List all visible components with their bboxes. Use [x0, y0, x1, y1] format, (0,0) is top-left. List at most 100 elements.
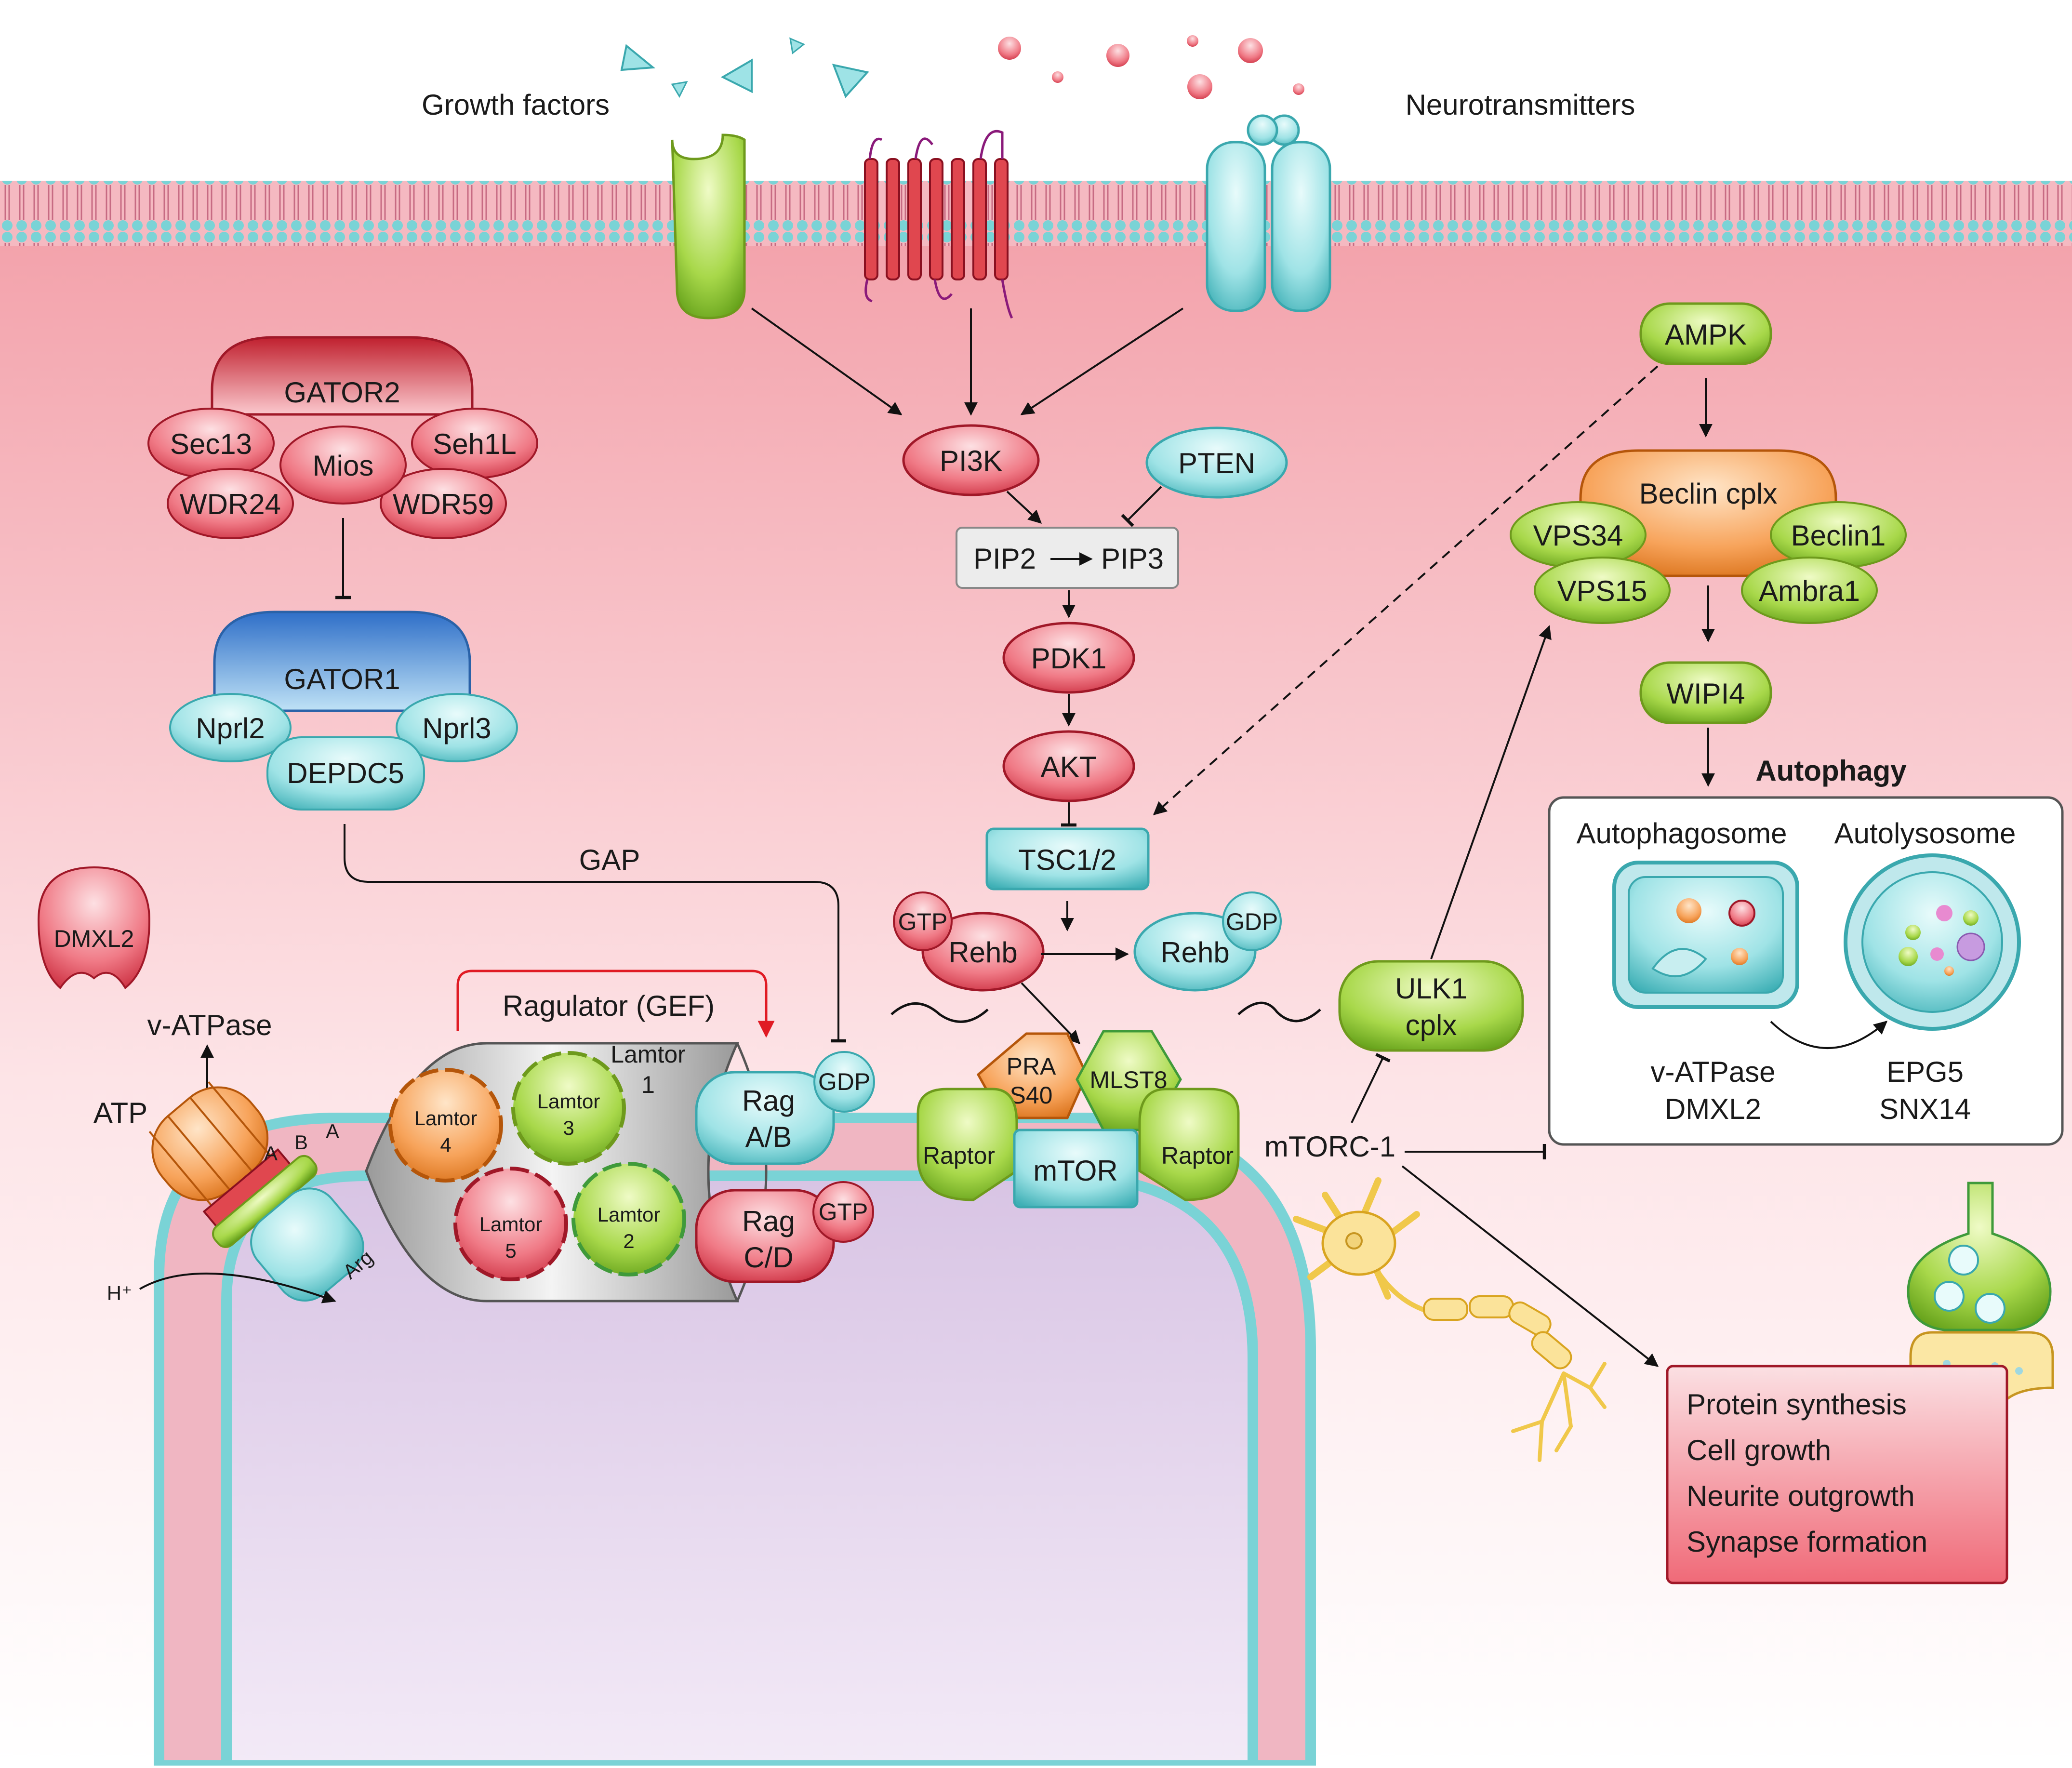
pdk1-node — [1002, 622, 1135, 694]
tsc-label: TSC1/2 — [1018, 844, 1116, 876]
growth-factor-receptor — [671, 133, 746, 319]
lamtor3-node — [511, 1051, 626, 1166]
gpcr-receptor — [864, 130, 1013, 319]
outcome-item: Neurite outgrowth — [1687, 1480, 1915, 1512]
lamtor4-node — [388, 1068, 503, 1183]
arrow-nt-to-pi3k — [1020, 307, 1184, 415]
outcomes-box — [1666, 1365, 2008, 1584]
ion-channel-receptor — [1206, 114, 1331, 312]
wipi4-label: WIPI4 — [1666, 678, 1745, 710]
autophagosome-label: Autophagosome — [1577, 817, 1787, 850]
ampk-to-tsc-dashed — [1153, 365, 1659, 815]
arrow-pi3k-to-pip — [1006, 491, 1042, 524]
growth-factor-ligands — [620, 37, 869, 98]
lamtor4-label-b: 4 — [440, 1133, 451, 1156]
depdc5-node — [266, 736, 425, 811]
ulk1-line2: cplx — [1406, 1009, 1457, 1041]
gator1-title: GATOR1 — [284, 663, 400, 695]
autophagy-title: Autophagy — [1755, 755, 1907, 787]
autophagosome-gene-2: DMXL2 — [1665, 1093, 1761, 1125]
raptor-left-label: Raptor — [923, 1142, 995, 1169]
sec13-label: Sec13 — [170, 428, 252, 460]
raptor-right-node — [1138, 1088, 1240, 1201]
raptor-left-node — [916, 1088, 1018, 1201]
mios-node — [279, 425, 407, 505]
beclin-title: Beclin cplx — [1639, 478, 1778, 510]
nprl2-node — [169, 693, 292, 762]
mtorc1-complex: PRA S40 MLST8 Raptor Raptor mTOR — [916, 1030, 1240, 1209]
beclin1-label: Beclin1 — [1791, 519, 1886, 552]
lamtor1-label-a: Lamtor — [611, 1041, 686, 1068]
outcome-item: Cell growth — [1687, 1434, 1831, 1466]
autophagosome-gene-1: v-ATPase — [1651, 1056, 1776, 1088]
pras40-label-a: PRA — [1007, 1053, 1056, 1080]
pip3-label: PIP3 — [1101, 543, 1164, 575]
mtor-node — [1013, 1129, 1139, 1209]
lamtor1-label-b: 1 — [641, 1071, 655, 1098]
gator2-title: GATOR2 — [284, 376, 400, 409]
depdc5-label: DEPDC5 — [287, 757, 404, 789]
outcome-item: Protein synthesis — [1687, 1388, 1907, 1421]
outcomes-list: Protein synthesis Cell growth Neurite ou… — [1687, 1388, 1927, 1558]
ambra1-node — [1741, 557, 1878, 624]
rheb-gtp-label: GTP — [898, 908, 948, 935]
beclin-complex: Beclin cplx VPS34 Beclin1 VPS15 Ambra1 — [1510, 449, 1907, 624]
rag-cd-line1: Rag — [742, 1205, 795, 1237]
wdr24-label: WDR24 — [180, 488, 281, 520]
rag-cd-line2: C/D — [744, 1241, 793, 1274]
rag-cd-gtp: GTP — [819, 1198, 868, 1225]
h-plus-label: H⁺ — [107, 1282, 133, 1304]
wdr59-node — [380, 468, 507, 539]
pip2-label: PIP2 — [973, 543, 1036, 575]
ulk1-node — [1338, 960, 1524, 1052]
lamtor4-label-a: Lamtor — [414, 1107, 478, 1130]
autolysosome-gene-1: EPG5 — [1886, 1056, 1964, 1088]
mlst8-label: MLST8 — [1089, 1066, 1167, 1093]
wipi4-node — [1639, 661, 1772, 724]
rheb-gtp-badge — [893, 891, 953, 951]
rheb-gtp-node — [921, 912, 1045, 992]
akt-node — [1002, 730, 1135, 802]
vatpase-subunit-a1: A — [264, 1142, 278, 1165]
wdr24-node — [167, 468, 294, 539]
rag-ab: Rag A/B GDP — [695, 1051, 875, 1165]
pi3k-node — [902, 424, 1040, 496]
akt-label: AKT — [1041, 751, 1097, 783]
rheb-right-label: Rehb — [1160, 936, 1229, 969]
arrow-gf-to-pi3k — [751, 307, 903, 415]
nprl3-label: Nprl3 — [422, 712, 491, 744]
v-atpase-complex: v-ATPase ATP A B A Arg H⁺ — [93, 1009, 377, 1304]
growth-factors-label: Growth factors — [422, 89, 610, 121]
lamtor5-node — [453, 1167, 568, 1281]
pras40-label-b: S40 — [1010, 1082, 1053, 1109]
ambra1-label: Ambra1 — [1759, 575, 1860, 607]
lamtor2-label-b: 2 — [623, 1230, 634, 1252]
plasma-membrane — [0, 181, 2072, 246]
dmxl2-protein — [37, 866, 151, 989]
rag-ab-gdp: GDP — [818, 1068, 870, 1095]
vatpase-subunit-b: B — [294, 1131, 308, 1154]
pip-box — [956, 527, 1179, 589]
v-atpase-label: v-ATPase — [147, 1009, 272, 1041]
rag-ab-line1: Rag — [742, 1085, 795, 1117]
autolysosome-label: Autolysosome — [1834, 817, 2016, 850]
lamtor2-node — [571, 1162, 686, 1276]
vps15-label: VPS15 — [1557, 575, 1647, 607]
gator1-complex: GATOR1 Nprl2 Nprl3 DEPDC5 — [169, 611, 518, 811]
pten-node — [1145, 426, 1288, 499]
mtorc1-label: mTORC-1 — [1264, 1130, 1395, 1163]
dmxl2-left-label: DMXL2 — [54, 925, 134, 952]
ulk1-line1: ULK1 — [1395, 972, 1467, 1005]
gator2-complex: GATOR2 Sec13 Seh1L WDR24 WDR59 Mios — [147, 336, 538, 539]
ragulator-complex: Ragulator (GEF) Lamtor 1 Lamtor 4 Lamtor… — [365, 970, 775, 1303]
lamtor5-label-a: Lamtor — [479, 1213, 543, 1236]
mtor-label: mTOR — [1033, 1155, 1118, 1187]
vps15-node — [1534, 557, 1671, 624]
mtorc1-to-outcomes — [1401, 1165, 1659, 1367]
neuron-icon — [1293, 1177, 1607, 1462]
lamtor2-label-a: Lamtor — [598, 1203, 661, 1226]
lamtor3-label-b: 3 — [563, 1117, 574, 1139]
tsc-node — [985, 827, 1150, 891]
autolysosome-icon — [1844, 853, 2021, 1031]
